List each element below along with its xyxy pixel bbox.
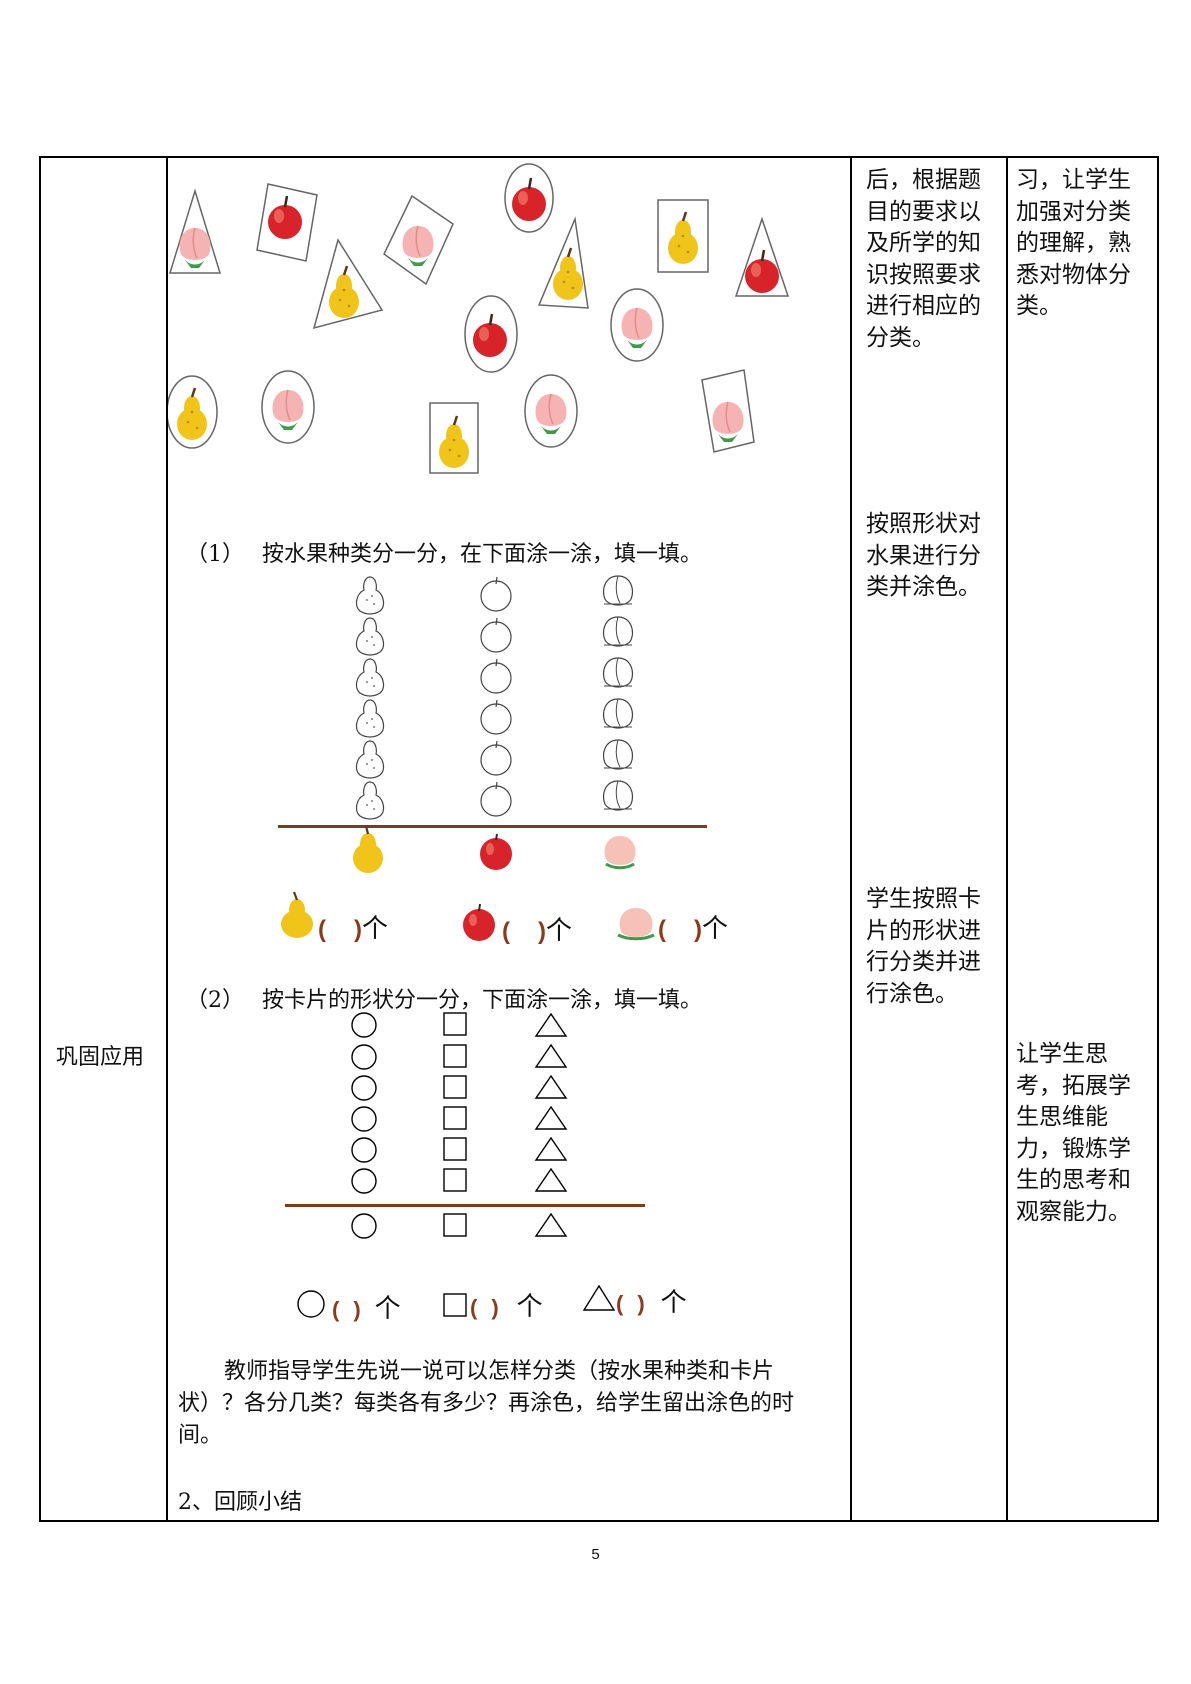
peach-outline-column — [602, 575, 634, 811]
table-top-border — [39, 156, 1159, 158]
shape-baseline — [285, 1204, 645, 1207]
paren-open: ( — [502, 918, 510, 945]
square-card-apple — [256, 183, 318, 262]
col3-block1: 后，根据题目的要求以及所学的知识按照要求进行相应的 分类。 — [866, 167, 1004, 351]
triangle-count-blank[interactable]: () 个 — [616, 1282, 687, 1319]
circle-count-icon — [297, 1290, 325, 1318]
paren-close: ) — [637, 1291, 645, 1316]
paren-close: ) — [538, 918, 546, 945]
apple-outline-column — [480, 576, 512, 817]
col-divider-1 — [166, 156, 168, 1522]
triangle-card-pear — [312, 238, 384, 330]
shape-coloring-chart — [285, 1012, 645, 1239]
unit-label: 个 — [362, 914, 389, 944]
paren-close: ) — [491, 1295, 499, 1320]
paren-close: ) — [694, 916, 702, 943]
fruit-coloring-chart — [278, 575, 707, 873]
pear-outline-column — [355, 576, 385, 820]
triangle-base-icon — [534, 1212, 568, 1237]
paren-open: ( — [658, 916, 666, 943]
task1-number: （1） — [186, 542, 244, 567]
task1-instruction: 按水果种类分一分，在下面涂一涂，填一填。 — [262, 542, 703, 567]
paren-open: ( — [318, 916, 326, 943]
col3-block3: 学生按照卡片的形状进行分类并进 行涂色。 — [866, 886, 1004, 1007]
square-card-pear — [657, 199, 709, 273]
paren-close: ) — [353, 1297, 361, 1322]
unit-label: 个 — [374, 1294, 401, 1324]
paren-open: ( — [470, 1295, 478, 1320]
page-number: 5 — [591, 1546, 600, 1563]
table-left-border — [39, 156, 41, 1522]
triangle-column — [534, 1012, 568, 1192]
triangle-card-apple — [734, 216, 790, 297]
pear-count-blank[interactable]: ()个 — [318, 908, 388, 945]
triangle-card-peach — [168, 188, 222, 274]
section-label: 巩固应用 — [56, 1045, 145, 1070]
peach-count-icon — [617, 908, 655, 941]
unit-label: 个 — [702, 914, 729, 944]
square-count-icon — [443, 1293, 467, 1317]
circle-base-icon — [351, 1213, 377, 1239]
circle-card-apple — [504, 163, 554, 233]
unit-label: 个 — [546, 916, 573, 946]
triangle-count-icon — [582, 1284, 616, 1311]
paren-open: ( — [332, 1297, 340, 1322]
circle-column — [351, 1012, 377, 1194]
square-column — [443, 1012, 467, 1192]
circle-card-apple-2 — [464, 295, 518, 373]
paren-close: ) — [354, 916, 362, 943]
col4-block1: 习，让学生加强对分类的理解，熟悉对物体分类。 — [1016, 167, 1131, 319]
apple-base-icon — [480, 833, 512, 870]
circle-card-peach — [610, 288, 664, 362]
circle-count-blank[interactable]: () 个 — [332, 1288, 401, 1325]
circle-card-pear — [168, 375, 218, 449]
teacher-note: 教师指导学生先说一说可以怎样分类（按水果种类和卡片状）？各分几类？每类各有多少？… — [178, 1359, 795, 1448]
table-right-border — [1157, 156, 1159, 1522]
circle-card-peach-2 — [261, 370, 315, 444]
task2-number: （2） — [186, 988, 244, 1013]
fruit-baseline — [278, 825, 707, 828]
table-bottom-border — [39, 1520, 1159, 1522]
peach-base-icon — [604, 836, 636, 870]
unit-label: 个 — [516, 1292, 543, 1322]
paren-open: ( — [616, 1291, 624, 1316]
summary-heading: 2、回顾小结 — [178, 1490, 302, 1515]
square-card-peach — [383, 194, 454, 286]
apple-count-blank[interactable]: ()个 — [502, 910, 572, 947]
square-base-icon — [443, 1213, 467, 1237]
square-count-blank[interactable]: () 个 — [470, 1286, 543, 1323]
peach-count-blank[interactable]: ()个 — [658, 908, 728, 945]
pear-count-icon — [281, 891, 313, 938]
col-divider-2 — [850, 156, 852, 1522]
unit-label: 个 — [660, 1288, 687, 1318]
task2-instruction: 按卡片的形状分一分，下面涂一涂，填一填。 — [262, 988, 703, 1013]
col-divider-3 — [1006, 156, 1008, 1522]
circle-card-peach-3 — [524, 374, 578, 448]
apple-count-icon — [463, 903, 495, 941]
square-card-peach-2 — [701, 369, 755, 453]
pear-base-icon — [353, 825, 383, 873]
col3-block2: 按照形状对水果进行分类并涂色。 — [866, 511, 981, 600]
col4-block2: 让学生思考，拓展学生思维能力，锻炼学生的思考和观察能力。 — [1016, 1041, 1131, 1225]
square-card-pear-2 — [429, 402, 479, 474]
triangle-card-pear-2 — [537, 216, 589, 309]
fruit-cards-illustration — [168, 163, 790, 474]
